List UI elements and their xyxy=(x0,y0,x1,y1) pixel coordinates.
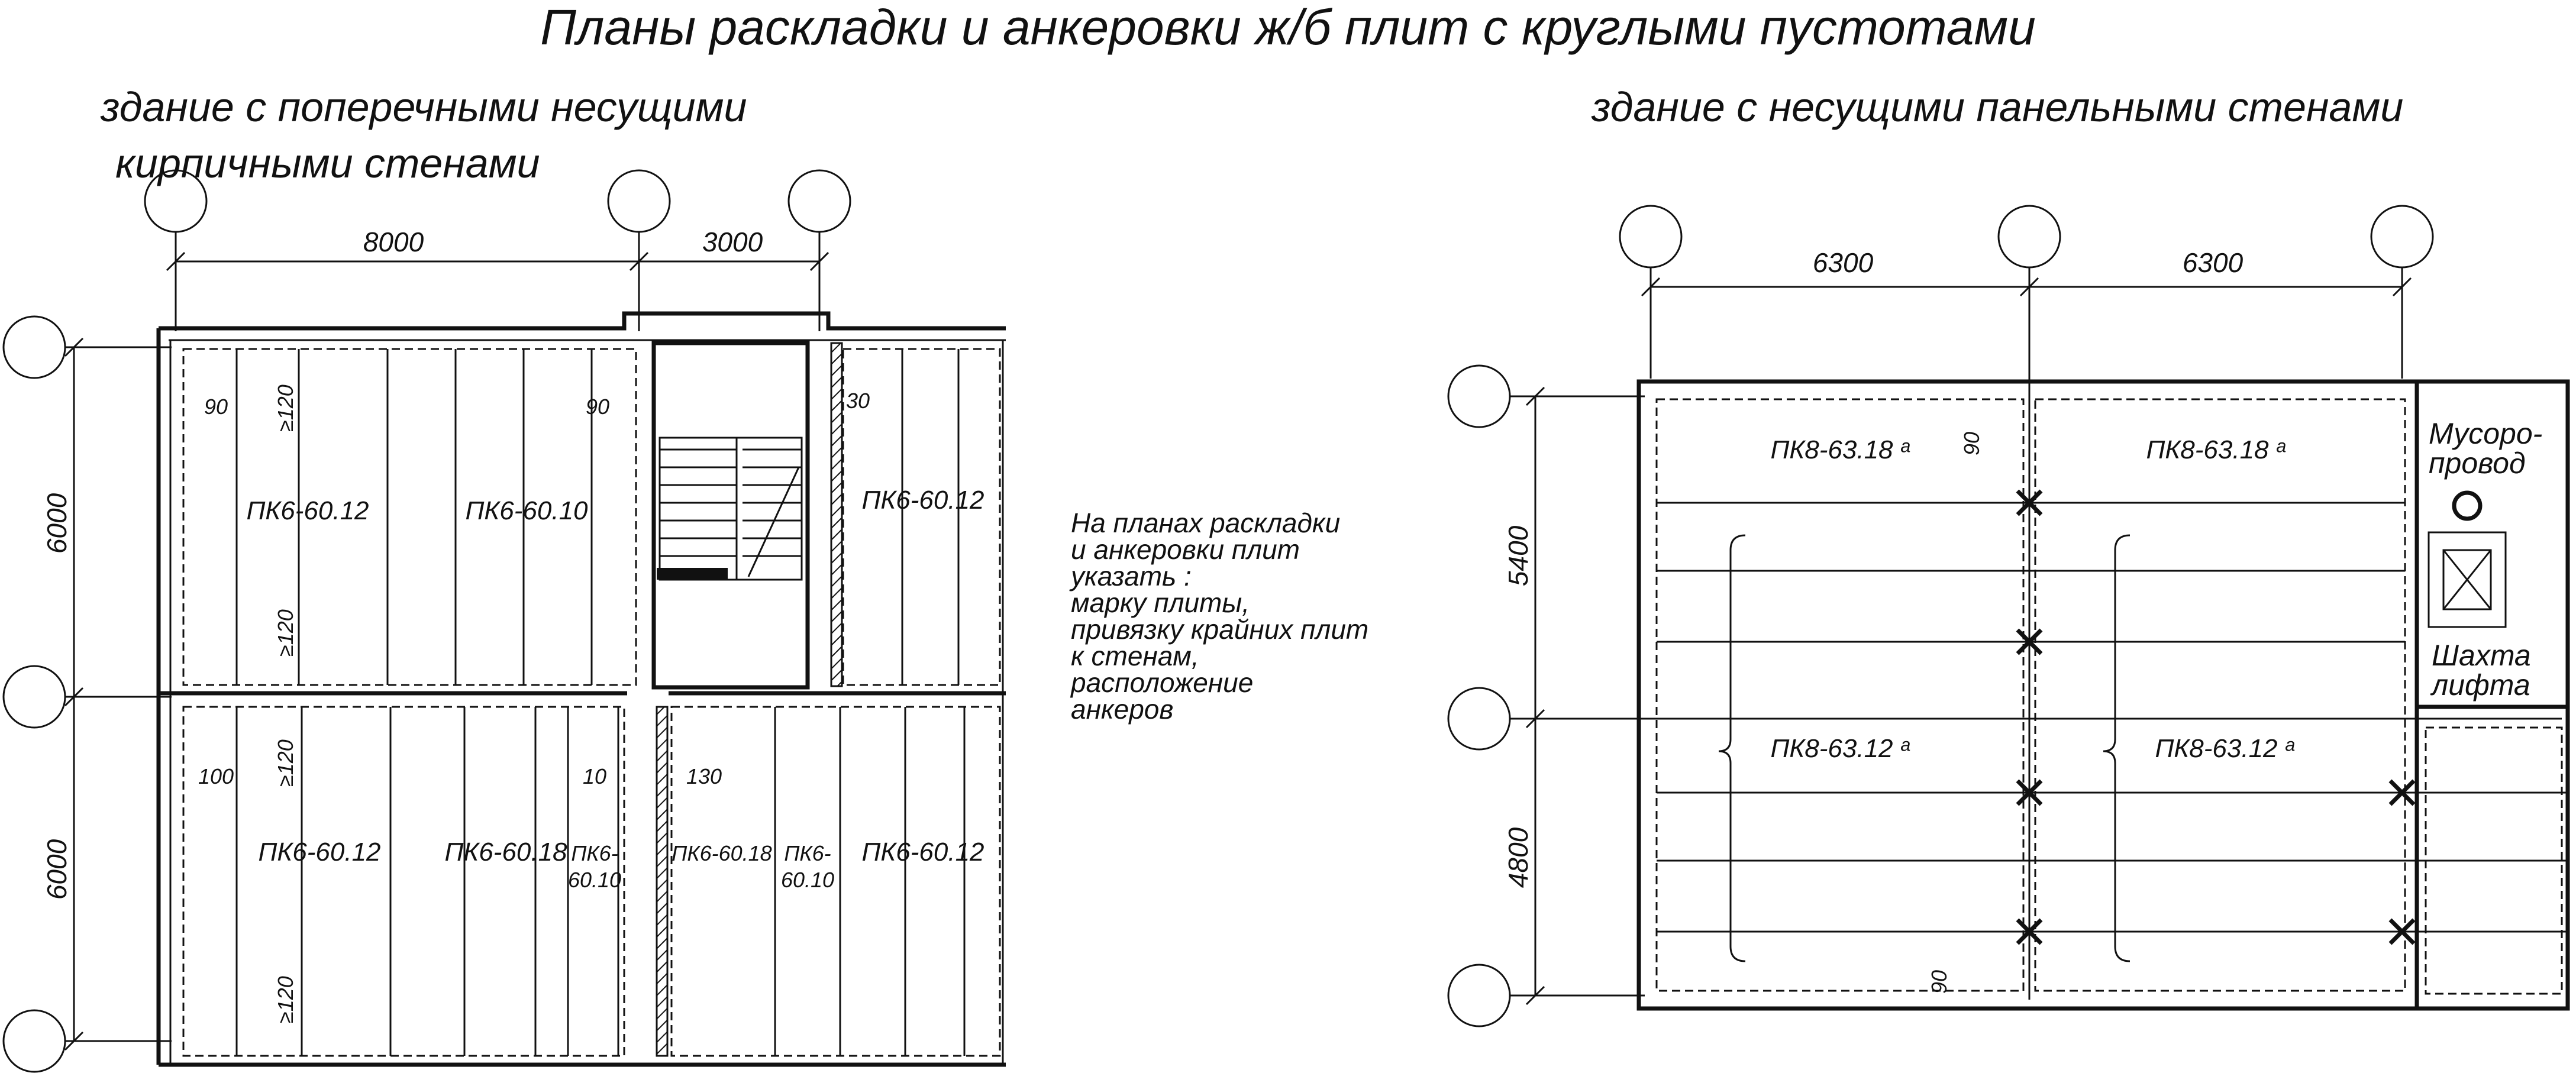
note-line: к стенам, xyxy=(1071,641,1199,671)
room-left-bay xyxy=(1655,398,2025,992)
room-bottom-left xyxy=(182,706,625,1057)
note-line: и анкеровки плит xyxy=(1071,534,1300,565)
stair-core xyxy=(651,341,810,690)
slab-label-pk6-60-12: ПК6-60.12 xyxy=(258,838,380,867)
dim-6000-top: 6000 xyxy=(41,493,72,554)
hatched-wall xyxy=(830,342,843,687)
slab-label-pk6-60-12: ПК6-60.12 xyxy=(861,486,984,515)
slab-label-pk6: ПК6- xyxy=(784,841,831,865)
axis-marker xyxy=(2,665,66,729)
note-line: марку плиты, xyxy=(1071,587,1250,618)
offset-label: 90 xyxy=(1927,970,1951,994)
right-floor-plan: здание с несущими панельными стенами 630… xyxy=(1447,84,2570,1027)
slab-label-pk6: ПК6- xyxy=(571,841,618,865)
dim-4800: 4800 xyxy=(1503,827,1534,888)
note-line: привязку крайних плит xyxy=(1071,614,1368,645)
axis-marker xyxy=(1447,687,1511,751)
slab-label-pk6-60-18: ПК6-60.18 xyxy=(672,841,771,865)
dim-6300-b: 6300 xyxy=(2183,247,2243,278)
plan-instructions-note: На планах раскладки и анкеровки плит ука… xyxy=(1069,508,1368,725)
dim-5400: 5400 xyxy=(1503,525,1534,586)
anchor-mark xyxy=(2016,489,2043,516)
lift-shaft xyxy=(2427,531,2507,628)
room-top-right xyxy=(842,348,1001,686)
note-line: На планах раскладки xyxy=(1071,508,1340,538)
axis-marker xyxy=(1997,205,2061,269)
left-floor-plan: здание с поперечными несущими кирпичными… xyxy=(2,84,1006,1073)
offset-label: 90 xyxy=(586,395,609,419)
slab-label-60-10: 60.10 xyxy=(781,868,834,892)
dim-6000-bottom: 6000 xyxy=(41,839,72,900)
chute-icon xyxy=(2452,490,2483,521)
offset-label: 90 xyxy=(1960,432,1984,455)
garbage-chute-label: Мусоро- xyxy=(2429,417,2542,450)
note-line: анкеров xyxy=(1071,694,1173,725)
axis-marker xyxy=(1447,964,1511,1027)
dim-3000: 3000 xyxy=(702,227,763,257)
offset-label: ≥120 xyxy=(273,739,298,787)
anchor-mark xyxy=(2388,779,2416,806)
axis-marker xyxy=(1447,364,1511,428)
dim-6300-a: 6300 xyxy=(1813,247,1874,278)
outer-wall-top xyxy=(159,311,1006,331)
slab-label-pk6-60-10: ПК6-60.10 xyxy=(465,496,588,525)
anchor-mark xyxy=(2016,918,2043,945)
offset-label: ≥120 xyxy=(273,976,298,1023)
lift-label: лифта xyxy=(2430,668,2530,702)
right-plan-outer-wall xyxy=(1636,379,2570,1011)
hatched-wall xyxy=(656,706,669,1057)
offset-label: ≥120 xyxy=(273,384,298,432)
slab-label-pk6-60-18: ПК6-60.18 xyxy=(444,838,567,867)
slab-label-pk6-60-12: ПК6-60.12 xyxy=(246,496,369,525)
left-plan-subtitle-line2: кирпичными стенами xyxy=(115,140,540,186)
lift-label: Шахта xyxy=(2432,639,2531,672)
room-bottom-right xyxy=(670,706,1001,1057)
note-line: указать : xyxy=(1069,561,1192,592)
offset-label: 100 xyxy=(198,764,234,788)
slab-label-pk8-63-18: ПК8-63.18 ᵃ xyxy=(1770,435,1910,464)
room-right-bay xyxy=(2034,398,2406,992)
offset-label: 130 xyxy=(686,764,722,788)
anchor-mark xyxy=(2016,628,2043,655)
axis-marker xyxy=(787,169,851,233)
anchor-mark xyxy=(2016,779,2043,806)
slab-label-pk8-63-12: ПК8-63.12 ᵃ xyxy=(2155,734,2294,763)
left-plan-subtitle-line1: здание с поперечными несущими xyxy=(100,84,747,130)
axis-marker xyxy=(2,315,66,379)
slab-label-pk8-63-12: ПК8-63.12 ᵃ xyxy=(1770,734,1910,763)
slab-label-pk8-63-18: ПК8-63.18 ᵃ xyxy=(2146,435,2286,464)
offset-label: 30 xyxy=(846,389,870,413)
offset-label: 10 xyxy=(583,764,606,788)
offset-label: ≥120 xyxy=(273,609,298,657)
right-plan-subtitle: здание с несущими панельными стенами xyxy=(1591,84,2403,130)
garbage-chute-label: провод xyxy=(2429,447,2526,480)
anchor-mark xyxy=(2388,918,2416,945)
dim-8000: 8000 xyxy=(363,227,424,257)
note-line: расположение xyxy=(1070,667,1253,698)
room-top-left xyxy=(182,348,637,686)
slab-label-pk6-60-12: ПК6-60.12 xyxy=(861,838,984,867)
axis-marker xyxy=(607,169,671,233)
axis-marker xyxy=(2,1009,66,1073)
offset-label: 90 xyxy=(204,395,228,419)
slab-label-60-10: 60.10 xyxy=(568,868,621,892)
page-title: Планы раскладки и анкеровки ж/б плит с к… xyxy=(540,0,2036,55)
axis-marker xyxy=(2370,205,2434,269)
axis-marker xyxy=(1619,205,1683,269)
